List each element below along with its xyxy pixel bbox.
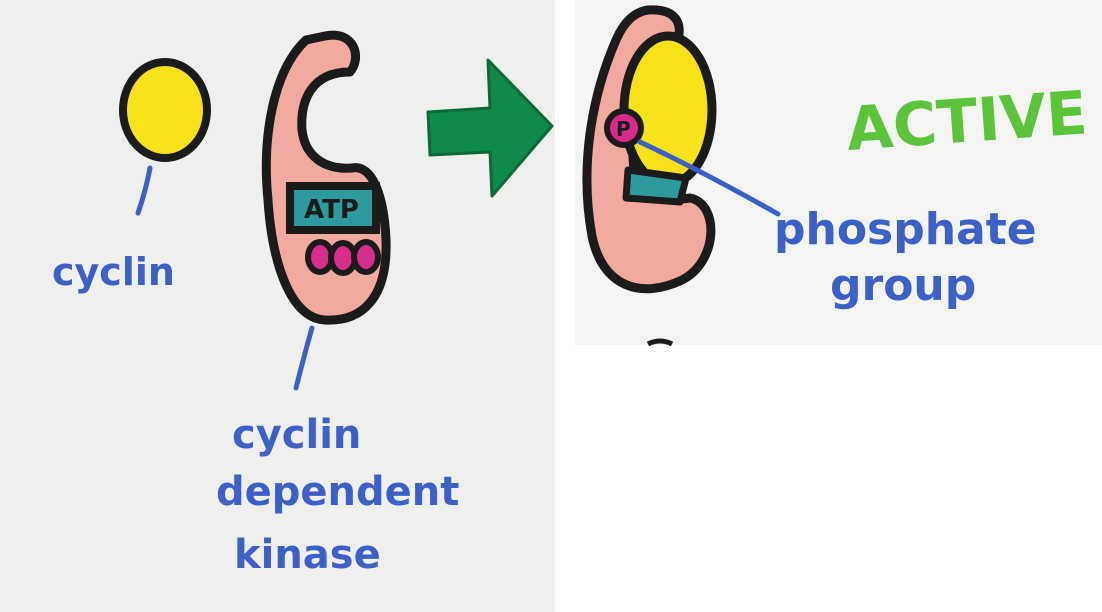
cyclin-free [123, 62, 207, 158]
cyclin-label: cyclin [52, 250, 175, 294]
phosphate-label-line1: phosphate [774, 204, 1037, 255]
cdk-label-line1: cyclin [232, 412, 361, 458]
phosphate-dots [308, 242, 378, 273]
cdk-label-line3: kinase [234, 532, 381, 578]
bound-cyclin [624, 36, 712, 184]
atp-region [626, 170, 686, 202]
phosphate-label-line2: group [830, 260, 976, 311]
atp-label: ATP [304, 195, 359, 225]
phosphate-marker: P [616, 117, 631, 141]
cdk-label-line2: dependent [216, 469, 459, 515]
